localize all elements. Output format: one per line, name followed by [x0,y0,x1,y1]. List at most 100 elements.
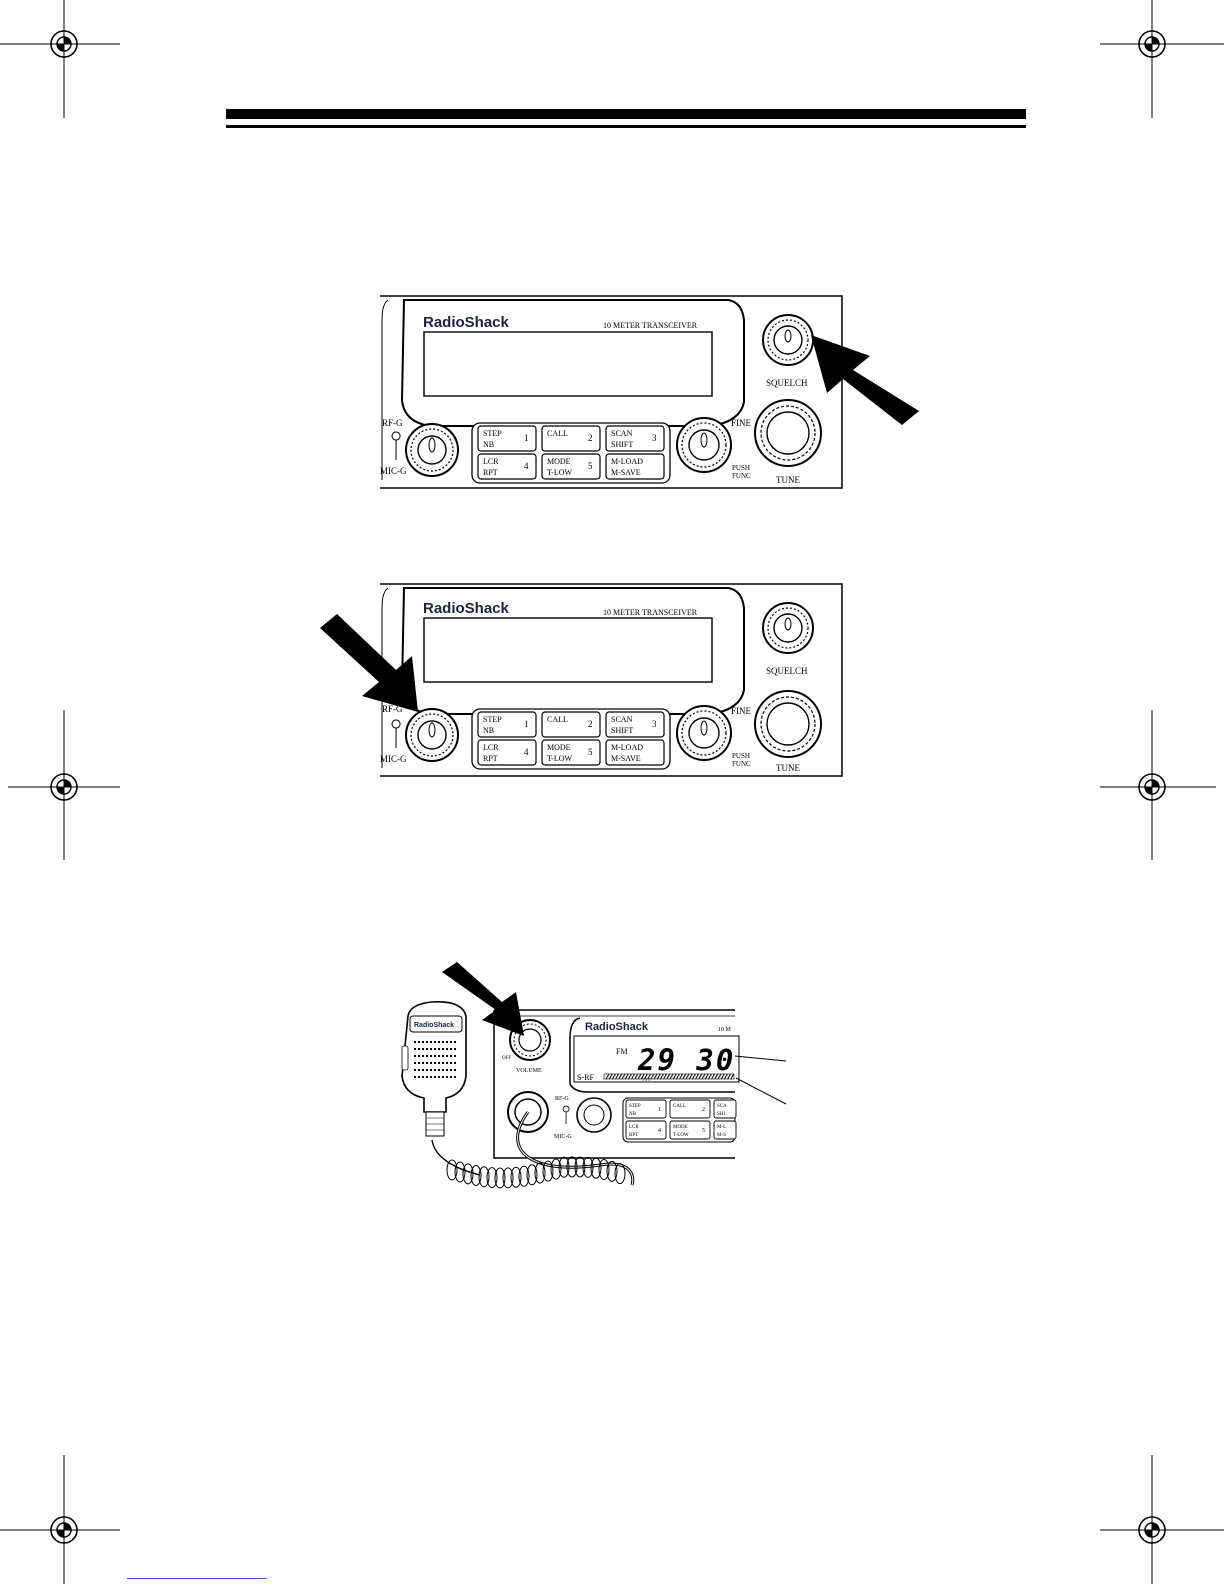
microphone-icon[interactable]: RadioShack [401,1000,467,1137]
squelch-knob-icon[interactable] [762,602,814,654]
func-label: FUNC [732,472,751,480]
lcd-display [423,617,713,683]
keypad-button-lcr[interactable]: LCR RPT 4 [477,453,537,480]
micg-label: MIC-G [380,466,407,476]
button-bottom-label: RPT [483,468,498,477]
button-top-label: MODE [673,1125,688,1130]
button-number: 2 [588,433,593,443]
keypad: STEPNB1CALL2LCRRPT4MODET-LOW5SCASHIM-LM-… [625,1099,737,1140]
button-bottom-label: RPT [483,754,498,763]
button-bottom-label: NB [483,440,494,449]
keypad-button-call[interactable]: CALL 2 [541,711,601,738]
mic-brand-logo: RadioShack [414,1022,454,1029]
fine-label: FINE [731,418,752,428]
arrow-icon [320,614,418,712]
button-bottom-label: M-SAVE [611,468,641,477]
rf-mic-gain-knob-icon[interactable] [405,708,459,762]
button-bottom-label: T-LOW [547,468,572,477]
meter-scale: 1 3 5 [642,1077,650,1082]
display-meter-label: S-RF [577,1073,594,1082]
button-number: 4 [524,461,529,471]
tune-label: TUNE [776,763,800,773]
keypad-button-mode[interactable]: MODE T-LOW 5 [541,739,601,766]
fine-knob-icon[interactable] [676,705,732,761]
off-label: OFF [502,1056,511,1061]
button-bottom-label: SHIFT [611,726,633,735]
signal-meter-ticks: 1 3 5 [605,1073,735,1082]
button-bottom-label: RPT [629,1133,638,1138]
fine-knob-icon[interactable] [676,417,732,473]
button-top-label: M-LOAD [611,743,643,752]
tune-label: TUNE [776,475,800,485]
microphone-volume-figure: RadioShack 10 M FM 29 30 S-RF 1 3 5 OFF … [401,962,787,1189]
arrow-icon [811,335,919,425]
registration-mark-icon [1100,0,1224,118]
rf-mic-gain-knob-icon[interactable] [405,423,459,477]
rfg-label: RF-G [382,418,403,428]
button-number: 4 [524,747,529,757]
micg-label: MIC-G [380,754,407,764]
tune-knob-icon[interactable] [754,690,822,758]
button-top-label: MODE [547,743,571,752]
display-frequency: 29 30 [637,1043,735,1077]
header-rule-thick [226,109,1026,119]
button-bottom-label: NB [483,726,494,735]
push-label: PUSH [732,464,750,472]
button-bottom-label: SHIFT [611,440,633,449]
brand-logo: RadioShack [423,600,510,617]
button-number: 3 [652,719,657,729]
keypad-button-mode[interactable]: MODE T-LOW 5 [541,453,601,480]
button-number: 5 [588,747,593,757]
brand-logo: RadioShack [585,1021,649,1033]
squelch-label: SQUELCH [766,666,808,676]
brand-logo: RadioShack [423,314,510,331]
header-rule-thin [226,125,1026,128]
registration-mark-icon [0,0,120,118]
button-number: 1 [524,719,529,729]
button-top-label: LCR [483,457,499,466]
model-label: 10 METER TRANSCEIVER [603,608,698,617]
keypad-button-cropped[interactable]: M-LM-S [713,1120,737,1140]
registration-mark-icon [1100,710,1216,860]
button-number: 5 [588,461,593,471]
rf-mic-gain-knob-icon[interactable] [576,1097,612,1133]
button-top-label: CALL [547,715,568,724]
button-top-label: M-L [717,1125,726,1130]
volume-label: VOLUME [516,1068,542,1074]
button-top-label: CALL [673,1104,686,1109]
keypad-button-m-load[interactable]: M-LOAD M-SAVE [605,739,665,766]
button-number: 1 [524,433,529,443]
squelch-knob-icon[interactable] [762,314,814,366]
button-number: 2 [588,719,593,729]
fine-label: FINE [731,706,752,716]
keypad-button-lcr[interactable]: LCR RPT 4 [477,739,537,766]
button-number: 5 [702,1128,705,1134]
squelch-label: SQUELCH [766,378,808,388]
button-top-label: M-LOAD [611,457,643,466]
button-top-label: LCR [483,743,499,752]
button-bottom-label: T-LOW [547,754,572,763]
keypad-button-m-load[interactable]: M-LOAD M-SAVE [605,453,665,480]
keypad-button-mode[interactable]: MODE T-LOW 5 [669,1120,711,1140]
button-bottom-label: M-SAVE [611,754,641,763]
arrow-icon [442,962,524,1036]
button-bottom-label: T-LOW [673,1133,689,1138]
button-top-label: MODE [547,457,571,466]
registration-mark-icon [1100,1455,1224,1584]
button-top-label: LCR [629,1125,639,1130]
tune-knob-icon[interactable] [754,399,822,467]
button-bottom-label: SHI [717,1112,725,1117]
button-number: 3 [652,433,657,443]
